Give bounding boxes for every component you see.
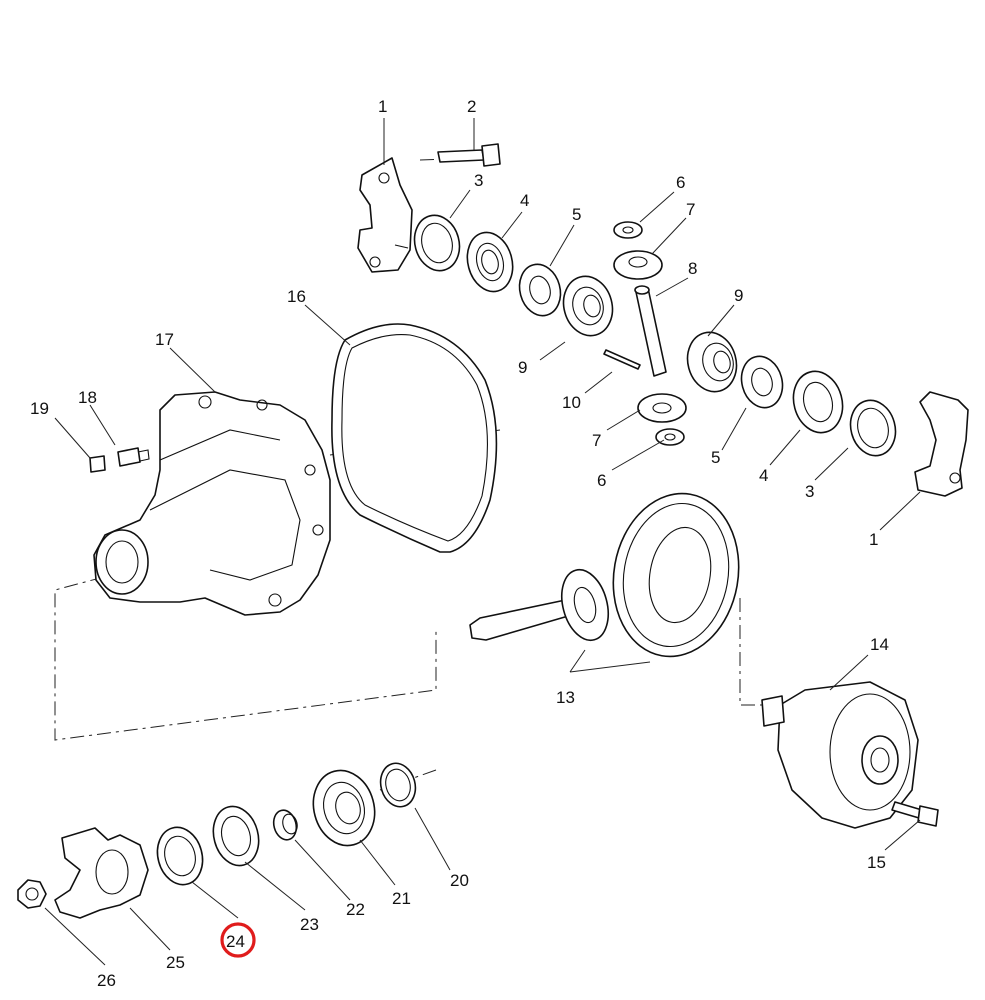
callout-26: 26 (97, 971, 116, 990)
callout-9-right: 9 (734, 286, 743, 305)
bearing-cone-left (466, 231, 514, 293)
callout-1-bottom: 1 (869, 530, 878, 549)
differential-case (761, 681, 919, 829)
callout-5-bottom: 5 (711, 448, 720, 467)
callout-2: 2 (467, 97, 476, 116)
callout-18: 18 (78, 388, 97, 407)
callout-5-top: 5 (572, 205, 581, 224)
callout-labels: 1 2 3 4 5 6 7 8 9 16 17 9 10 18 19 7 6 5… (30, 97, 889, 990)
callout-15: 15 (867, 853, 886, 872)
pinion-seal (156, 826, 204, 886)
callout-20: 20 (450, 871, 469, 890)
callout-23: 23 (300, 915, 319, 934)
case-bolt (891, 801, 939, 827)
bearing-cap-bolt (437, 143, 501, 167)
axle-housing (93, 391, 331, 616)
callout-1-top: 1 (378, 97, 387, 116)
oil-slinger (379, 762, 417, 808)
pinion-gear-lower (637, 393, 687, 423)
callout-24-highlight-ring (220, 922, 256, 958)
fill-plug (117, 447, 150, 467)
callout-8: 8 (688, 259, 697, 278)
callout-4-top: 4 (520, 191, 529, 210)
leader-lines (44, 118, 921, 966)
callout-24: 24 (226, 932, 245, 951)
callout-3-top: 3 (474, 171, 483, 190)
side-gear-right (686, 331, 738, 393)
pinion-gear-upper (613, 250, 663, 280)
pinion-nut (17, 879, 47, 909)
callout-14: 14 (870, 635, 889, 654)
callout-6-top: 6 (676, 173, 685, 192)
outer-bearing (312, 769, 376, 847)
callout-16: 16 (287, 287, 306, 306)
bearing-cup-right (849, 399, 897, 457)
callout-22: 22 (346, 900, 365, 919)
callout-3-bottom: 3 (805, 482, 814, 501)
callout-17: 17 (155, 330, 174, 349)
shim-right (740, 355, 784, 409)
bearing-race (212, 805, 260, 867)
callout-13: 13 (556, 688, 575, 707)
thrust-washer-upper (613, 221, 643, 239)
pinion-yoke (54, 827, 149, 919)
cover-gasket (331, 323, 498, 553)
bearing-cap-right (914, 391, 969, 497)
shim-left (518, 263, 562, 317)
callout-6-bottom: 6 (597, 471, 606, 490)
callout-21: 21 (392, 889, 411, 908)
ring-gear (612, 492, 740, 658)
drain-plug (89, 455, 106, 473)
lock-pin (603, 349, 641, 370)
callout-7-top: 7 (686, 200, 695, 219)
side-gear-upper (562, 275, 614, 337)
callout-7-bottom: 7 (592, 431, 601, 450)
bearing-cap-left (357, 157, 413, 273)
callout-4-bottom: 4 (759, 466, 768, 485)
bearing-cup-left (413, 214, 461, 272)
callout-9-left: 9 (518, 358, 527, 377)
bearing-cone-right (792, 370, 844, 434)
callout-25: 25 (166, 953, 185, 972)
collapsible-spacer (272, 809, 298, 841)
pinion-shaft (634, 285, 667, 377)
callout-19: 19 (30, 399, 49, 418)
drive-pinion (469, 568, 610, 642)
callout-10: 10 (562, 393, 581, 412)
